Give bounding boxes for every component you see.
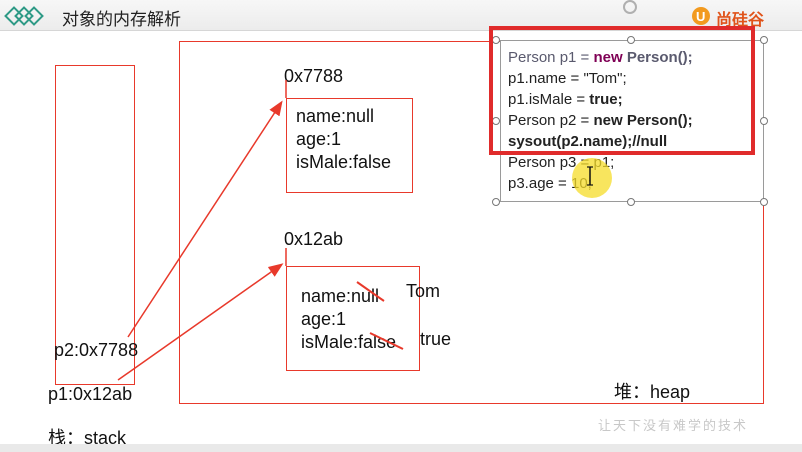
arrow-p1-to-0x12ab — [117, 263, 284, 381]
field-ismale: isMale:false — [301, 332, 397, 352]
strike-ismale-false — [369, 332, 404, 350]
cursor-highlight — [572, 158, 612, 198]
field-name: name:null — [301, 286, 380, 306]
stack-label: 栈：stack — [48, 428, 127, 448]
brand-name: 尚硅谷 — [716, 10, 765, 29]
resize-handle[interactable] — [760, 36, 768, 44]
resize-handle[interactable] — [760, 198, 768, 206]
stack-var-p2: p2:0x7788 — [54, 340, 139, 360]
object-box-0x7788 — [286, 98, 413, 193]
slide-title: 对象的内存解析 — [62, 10, 181, 30]
field-age: age:1 — [301, 309, 347, 329]
heap-label: 堆：heap — [614, 382, 691, 402]
text-cursor-icon — [587, 166, 593, 186]
annotation-true: true — [420, 329, 452, 349]
svg-text:U: U — [696, 9, 705, 24]
object-address-0x12ab: 0x12ab — [284, 229, 344, 249]
bottom-bar — [0, 444, 802, 452]
field-ismale: isMale:false — [296, 152, 392, 172]
watermark: 让天下没有难学的技术 — [598, 419, 749, 434]
stack-box — [55, 65, 135, 385]
heap-box — [179, 41, 764, 404]
title-bar: 对象的内存解析 U 尚硅谷 — [0, 0, 802, 31]
code-line-5: sysout(p2.name);//null — [508, 133, 668, 150]
code-line-2: p1.name = "Tom"; — [508, 70, 627, 87]
refresh-icon[interactable] — [620, 0, 640, 18]
field-age: age:1 — [296, 129, 342, 149]
code-line-4: Person p2 = new Person(); — [508, 112, 693, 129]
resize-handle[interactable] — [627, 36, 635, 44]
highlight-box — [489, 26, 755, 155]
object-box-0x12ab — [286, 266, 420, 371]
object-address-0x7788: 0x7788 — [284, 66, 344, 86]
strike-name-null — [356, 281, 385, 302]
resize-handle[interactable] — [760, 117, 768, 125]
field-name: name:null — [296, 106, 375, 126]
arrow-p2-to-0x7788 — [127, 100, 283, 338]
code-line-1: Person p1 = new Person(); — [508, 49, 693, 66]
code-box[interactable] — [500, 40, 764, 202]
resize-handle[interactable] — [627, 198, 635, 206]
code-line-3: p1.isMale = true; — [508, 91, 623, 108]
diamond-logo-icon — [4, 6, 44, 26]
stack-var-p1: p1:0x12ab — [48, 384, 133, 404]
annotation-tom: Tom — [406, 281, 441, 301]
brand-logo-icon: U — [692, 7, 710, 25]
code-line-7: p3.age = 10; — [508, 175, 592, 192]
resize-handle[interactable] — [492, 198, 500, 206]
